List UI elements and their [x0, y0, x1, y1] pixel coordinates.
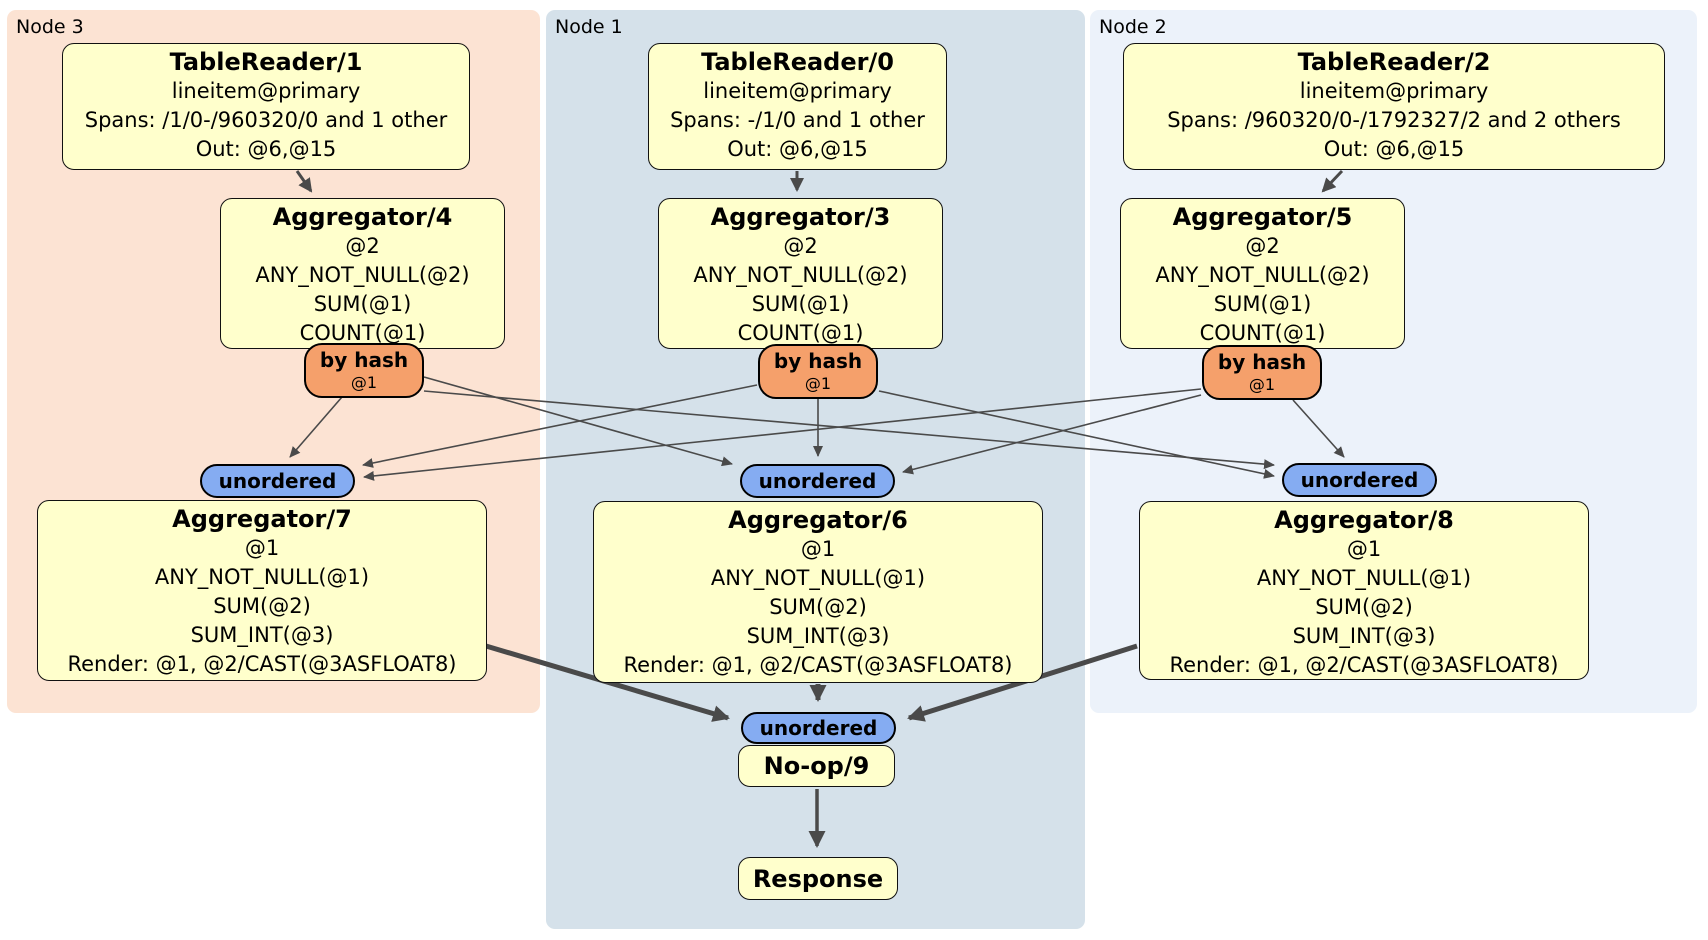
edge-byhash5-unordered8: [1292, 399, 1345, 458]
processor-title: Aggregator/6: [728, 506, 908, 534]
processor-title: Aggregator/5: [1172, 203, 1353, 231]
processor-aggregator-6: Aggregator/6 @1 ANY_NOT_NULL(@1) SUM(@2)…: [593, 501, 1043, 683]
router-label: by hash: [1217, 350, 1307, 374]
processor-aggfn: COUNT(@1): [737, 321, 864, 345]
router-byhash-3: by hash @1: [758, 344, 878, 399]
router-byhash-4: by hash @1: [304, 343, 424, 398]
sync-unordered-9: unordered: [741, 712, 896, 744]
processor-spans: Spans: /1/0-/960320/0 and 1 other: [84, 108, 448, 132]
processor-title: Aggregator/8: [1274, 506, 1454, 534]
processor-noop-9: No-op/9: [738, 745, 895, 787]
processor-render: Render: @1, @2/CAST(@3ASFLOAT8): [623, 653, 1013, 677]
processor-aggfn: ANY_NOT_NULL(@2): [693, 263, 908, 287]
router-hash-columns: @1: [804, 374, 832, 393]
processor-groupcols: @1: [244, 536, 280, 560]
processor-aggfn: ANY_NOT_NULL(@2): [1155, 263, 1370, 287]
processor-groupcols: @2: [345, 234, 380, 258]
processor-index: lineitem@primary: [171, 79, 361, 103]
processor-aggfn: SUM(@2): [213, 594, 311, 618]
router-hash-columns: @1: [1248, 375, 1276, 394]
processor-aggfn: SUM_INT(@3): [190, 623, 334, 647]
processor-index: lineitem@primary: [1299, 79, 1489, 103]
processor-index: lineitem@primary: [703, 79, 892, 103]
processor-aggfn: ANY_NOT_NULL(@1): [154, 565, 370, 589]
edge-tablereader2-aggregator5: [1321, 169, 1344, 193]
processor-title: TableReader/0: [701, 48, 894, 76]
region-node-1-label: Node 1: [555, 16, 623, 38]
processor-aggfn: SUM(@1): [751, 292, 850, 316]
processor-groupcols: @2: [783, 234, 818, 258]
processor-aggfn: COUNT(@1): [299, 321, 426, 345]
region-node-2-label: Node 2: [1099, 16, 1167, 38]
processor-aggregator-5: Aggregator/5 @2 ANY_NOT_NULL(@2) SUM(@1)…: [1120, 198, 1405, 349]
processor-tablereader-1: TableReader/1 lineitem@primary Spans: /1…: [62, 43, 470, 170]
processor-aggfn: SUM(@2): [1315, 595, 1413, 619]
edge-byhash5-unordered7: [363, 388, 1202, 481]
processor-title: Aggregator/3: [710, 203, 891, 231]
sync-unordered-6: unordered: [740, 464, 895, 498]
edge-byhash4-unordered7: [289, 396, 343, 458]
sync-unordered-8: unordered: [1282, 463, 1437, 497]
processor-groupcols: @2: [1245, 234, 1280, 258]
router-hash-columns: @1: [350, 373, 378, 392]
edge-byhash3-unordered7: [362, 384, 758, 468]
processor-title: TableReader/2: [1297, 48, 1491, 76]
processor-aggregator-8: Aggregator/8 @1 ANY_NOT_NULL(@1) SUM(@2)…: [1139, 501, 1589, 680]
processor-spans: Spans: -/1/0 and 1 other: [670, 108, 925, 132]
processor-groupcols: @1: [1346, 537, 1382, 561]
router-byhash-5: by hash @1: [1202, 345, 1322, 400]
router-label: by hash: [319, 348, 409, 372]
region-node-3-label: Node 3: [16, 16, 84, 38]
sync-unordered-7: unordered: [200, 464, 355, 498]
processor-aggregator-7: Aggregator/7 @1 ANY_NOT_NULL(@1) SUM(@2)…: [37, 500, 487, 681]
processor-title: Aggregator/4: [272, 203, 453, 231]
processor-aggfn: SUM_INT(@3): [1292, 624, 1436, 648]
processor-aggregator-4: Aggregator/4 @2 ANY_NOT_NULL(@2) SUM(@1)…: [220, 198, 505, 349]
response-title: Response: [752, 864, 884, 893]
edge-tablereader1-aggregator4: [295, 170, 313, 193]
processor-aggfn: SUM(@1): [313, 292, 412, 316]
processor-out: Out: @6,@15: [195, 137, 337, 161]
processor-aggfn: SUM(@2): [769, 595, 867, 619]
edge-byhash3-unordered8: [878, 390, 1275, 479]
processor-aggregator-3: Aggregator/3 @2 ANY_NOT_NULL(@2) SUM(@1)…: [658, 198, 943, 349]
router-label: by hash: [773, 349, 863, 373]
processor-aggfn: ANY_NOT_NULL(@1): [1256, 566, 1472, 590]
processor-title: No-op/9: [763, 752, 870, 780]
processor-aggfn: SUM(@1): [1213, 292, 1312, 316]
edge-byhash5-unordered6: [902, 394, 1202, 475]
processor-render: Render: @1, @2/CAST(@3ASFLOAT8): [67, 652, 457, 676]
processor-tablereader-2: TableReader/2 lineitem@primary Spans: /9…: [1123, 43, 1665, 170]
processor-aggfn: ANY_NOT_NULL(@2): [255, 263, 470, 287]
edge-byhash4-unordered8: [423, 390, 1275, 470]
processor-out: Out: @6,@15: [1323, 137, 1465, 161]
processor-aggfn: ANY_NOT_NULL(@1): [710, 566, 926, 590]
processor-aggfn: COUNT(@1): [1199, 321, 1326, 345]
processor-title: Aggregator/7: [172, 505, 352, 533]
processor-render: Render: @1, @2/CAST(@3ASFLOAT8): [1169, 653, 1559, 677]
edge-byhash4-unordered6: [423, 376, 733, 467]
processor-out: Out: @6,@15: [727, 137, 868, 161]
response-node: Response: [738, 857, 898, 900]
processor-aggfn: SUM_INT(@3): [746, 624, 890, 648]
processor-title: TableReader/1: [169, 48, 363, 76]
processor-groupcols: @1: [800, 537, 836, 561]
processor-tablereader-0: TableReader/0 lineitem@primary Spans: -/…: [648, 43, 947, 170]
processor-spans: Spans: /960320/0-/1792327/2 and 2 others: [1167, 108, 1621, 132]
